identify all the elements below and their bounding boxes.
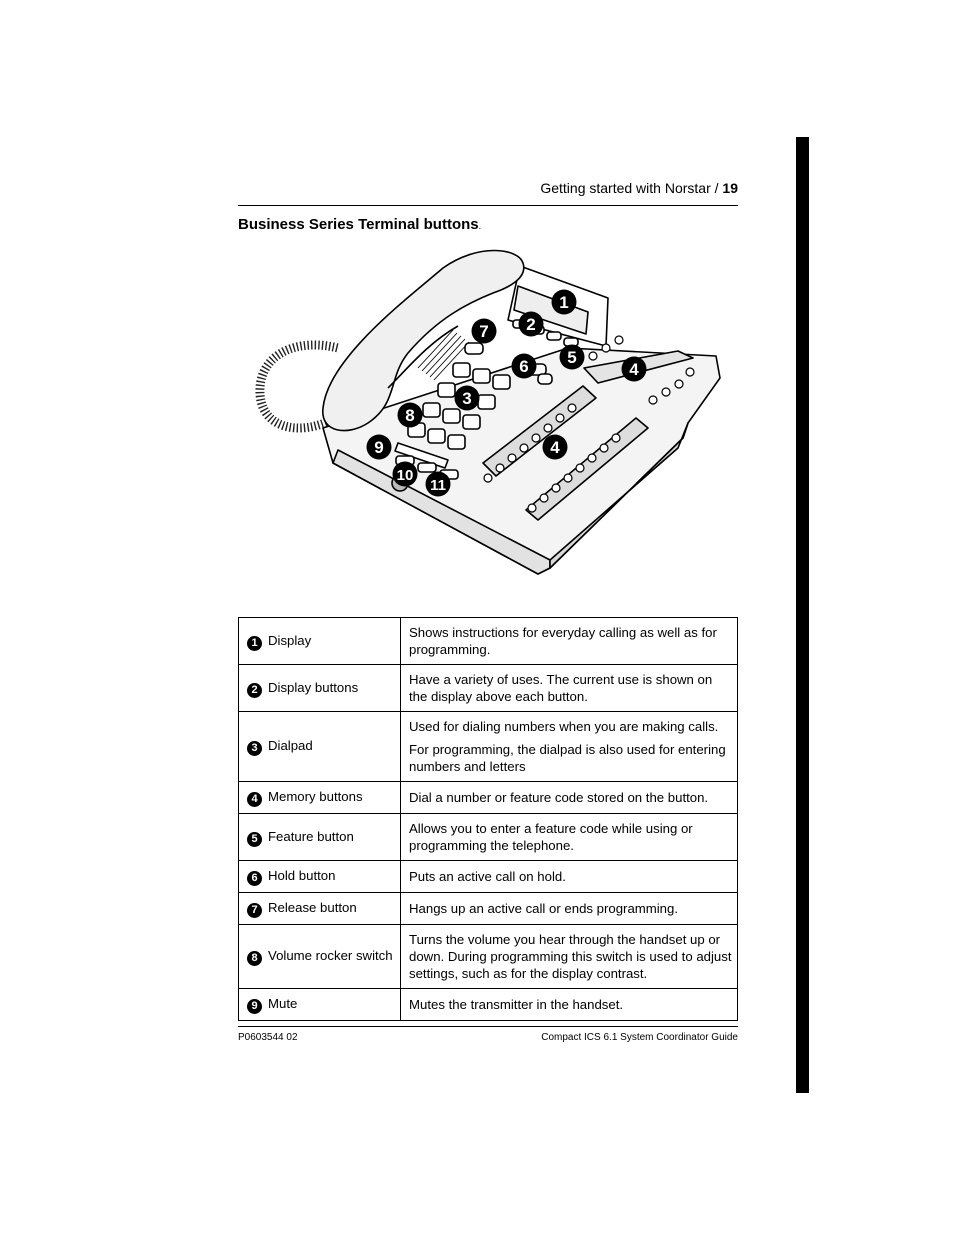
legend-description: Mutes the transmitter in the handset.	[409, 997, 624, 1012]
legend-row: 9 Mute Mutes the transmitter in the handse…	[238, 988, 738, 1021]
figure-callouts: 1 2 3 4 4 5 6 7 8 9 10 11	[366, 289, 647, 497]
callout-5: 5	[559, 344, 585, 370]
legend-row: 7 Release button Hangs up an active call o…	[238, 892, 738, 925]
legend-description-cell: Mutes the transmitter in the handset.	[400, 988, 738, 1021]
legend-label: Memory buttons	[268, 789, 363, 804]
callout-6: 6	[511, 353, 537, 379]
section-title-text: Business Series Terminal buttons	[238, 216, 479, 233]
number-badge: 2	[247, 682, 262, 698]
callout-4-top: 4	[621, 356, 647, 382]
legend-label-cell: 6 Hold button	[238, 860, 401, 893]
legend-label-cell: 8 Volume rocker switch	[238, 924, 401, 989]
legend-description: Hangs up an active call or ends programm…	[409, 901, 679, 916]
legend-row: 3 Dialpad Used for dialing numbers when yo…	[238, 711, 738, 782]
volume-rocker	[394, 442, 449, 469]
section-title: Business Series Terminal buttons.	[238, 216, 481, 233]
legend-label-cell: 7 Release button	[238, 892, 401, 925]
legend-row: 6 Hold button Puts an active call on hold.	[238, 860, 738, 893]
svg-text:4: 4	[550, 438, 560, 457]
legend-description-cell: Dial a number or feature code stored on …	[400, 781, 738, 814]
legend-description-cell: Have a variety of uses. The current use …	[400, 664, 738, 712]
legend-label: Feature button	[268, 828, 354, 844]
memory-strip-right	[525, 417, 649, 521]
legend-label: Hold button	[268, 868, 336, 883]
document-number: P0603544 02	[238, 1032, 298, 1043]
svg-text:2: 2	[526, 315, 535, 334]
number-badge: 9	[247, 999, 262, 1014]
number-badge: 4	[247, 792, 262, 807]
legend-row: 8 Volume rocker switch Turns the volume yo…	[238, 924, 738, 989]
legend-row: 5 Feature button Allows you to enter a fea…	[238, 813, 738, 861]
handset	[322, 249, 525, 432]
svg-text:11: 11	[430, 477, 446, 494]
legend-label-cell: 1 Display	[238, 617, 401, 665]
legend-label-cell: 9 Mute	[238, 988, 401, 1021]
page-number: 19	[722, 180, 738, 196]
page-edge-tab	[796, 137, 809, 1093]
legend-row: 1 Display Shows instructions for everyday …	[238, 617, 738, 665]
svg-text:4: 4	[629, 360, 639, 379]
footer-rule	[238, 1026, 738, 1027]
svg-text:9: 9	[374, 438, 383, 457]
legend-description: Used for dialing numbers when you are ma…	[409, 719, 719, 734]
legend-label-cell: 5 Feature button	[238, 813, 401, 861]
callout-4-bottom: 4	[542, 434, 568, 460]
legend-description: Shows instructions for everyday calling …	[409, 625, 717, 657]
legend-label-cell: 3 Dialpad	[238, 711, 401, 782]
callout-3: 3	[454, 385, 480, 411]
running-header: Getting started with Norstar / 19	[238, 180, 738, 196]
section-title-mark: .	[478, 221, 482, 231]
callout-2: 2	[518, 311, 544, 337]
dialpad-keys	[407, 362, 511, 450]
callout-9: 9	[366, 434, 392, 460]
button-legend-table: 1 Display Shows instructions for everyday …	[238, 617, 738, 1021]
number-badge: 3	[247, 741, 262, 756]
svg-text:7: 7	[479, 322, 488, 341]
callout-1: 1	[551, 289, 577, 315]
svg-text:3: 3	[462, 389, 471, 408]
header-separator: /	[714, 180, 719, 196]
legend-description-cell: Turns the volume you hear through the ha…	[400, 924, 738, 989]
legend-label: Release button	[268, 900, 357, 915]
legend-label: Display	[268, 632, 312, 648]
legend-description: Turns the volume you hear through the ha…	[409, 932, 732, 981]
number-badge: 1	[247, 635, 262, 651]
svg-text:8: 8	[405, 406, 414, 425]
telephone-illustration: 1 2 3 4 4 5 6 7 8 9 10 11	[255, 249, 721, 575]
callout-8: 8	[397, 402, 423, 428]
callout-7: 7	[471, 318, 497, 344]
header-title: Getting started with Norstar	[540, 180, 711, 196]
legend-description: Have a variety of uses. The current use …	[409, 672, 713, 704]
legend-description-cell: Puts an active call on hold.	[400, 860, 738, 893]
legend-description: For programming, the dialpad is also use…	[409, 742, 726, 774]
callout-11: 11	[425, 471, 451, 497]
number-badge: 6	[247, 871, 262, 886]
number-badge: 8	[247, 951, 262, 966]
svg-text:10: 10	[397, 467, 414, 484]
legend-label: Mute	[268, 996, 298, 1011]
legend-row: 2 Display buttons Have a variety of uses. …	[238, 664, 738, 712]
guide-title: Compact ICS 6.1 System Coordinator Guide	[541, 1032, 738, 1043]
legend-description-cell: Allows you to enter a feature code while…	[400, 813, 738, 861]
svg-text:5: 5	[567, 348, 576, 367]
legend-label-cell: 4 Memory buttons	[238, 781, 401, 814]
legend-description-cell: Hangs up an active call or ends programm…	[400, 892, 738, 925]
legend-row: 4 Memory buttons Dial a number or feature …	[238, 781, 738, 814]
legend-description-cell: Used for dialing numbers when you are ma…	[400, 711, 738, 782]
number-badge: 7	[247, 903, 262, 918]
number-badge: 5	[247, 831, 262, 847]
legend-label: Dialpad	[268, 738, 313, 753]
header-rule	[238, 205, 738, 206]
callout-10: 10	[392, 461, 418, 487]
legend-description: Allows you to enter a feature code while…	[409, 821, 693, 853]
legend-label: Volume rocker switch	[268, 948, 393, 963]
svg-text:1: 1	[559, 293, 568, 312]
legend-description: Puts an active call on hold.	[409, 869, 566, 884]
svg-text:6: 6	[519, 357, 528, 376]
legend-label: Display buttons	[268, 679, 359, 695]
legend-description-cell: Shows instructions for everyday calling …	[400, 617, 738, 665]
legend-label-cell: 2 Display buttons	[238, 664, 401, 712]
legend-description: Dial a number or feature code stored on …	[409, 790, 709, 805]
